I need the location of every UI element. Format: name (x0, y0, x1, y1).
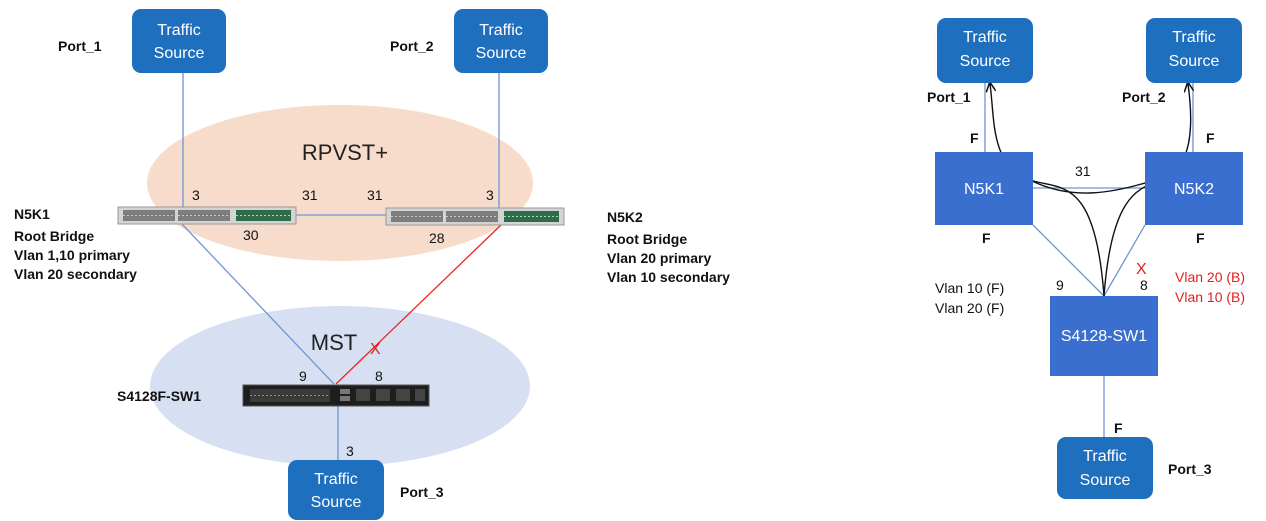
svg-text:Traffic: Traffic (479, 22, 523, 39)
svg-text:Traffic: Traffic (157, 22, 201, 39)
sw1-port-9: 9 (299, 368, 307, 384)
n5k2-vlan-secondary: Vlan 10 secondary (607, 269, 730, 285)
r-state-n5k1-up: F (970, 130, 979, 146)
port-2-label: Port_2 (390, 38, 434, 54)
n5k1-name: N5K1 (14, 206, 50, 222)
sw1-port-8: 8 (375, 368, 383, 384)
port-1-label: Port_1 (58, 38, 102, 54)
n5k1-role: Root Bridge (14, 228, 94, 244)
rpvst-zone-label: RPVST+ (302, 140, 388, 165)
svg-text:Source: Source (311, 494, 362, 511)
r-link-n5k1-sw1 (1032, 224, 1105, 297)
n5k2-port-28: 28 (429, 230, 445, 246)
r-vlan-right-2: Vlan 10 (B) (1175, 289, 1245, 305)
svg-text:N5K2: N5K2 (1174, 181, 1214, 198)
sw1-port-3: 3 (346, 443, 354, 459)
n5k1-vlan-secondary: Vlan 20 secondary (14, 266, 137, 282)
r-sw1-port-8: 8 (1140, 277, 1148, 293)
link-n5k1-sw1 (179, 221, 335, 385)
traffic-source-port1: Traffic Source (132, 9, 226, 73)
r-peer-port-31: 31 (1075, 163, 1091, 179)
r-port-2-label: Port_2 (1122, 89, 1166, 105)
r-n5k1-box: N5K1 (935, 152, 1033, 225)
r-link-n5k2-sw1 (1103, 224, 1146, 297)
svg-text:Traffic: Traffic (1083, 448, 1127, 465)
n5k1-port-3: 3 (192, 187, 200, 203)
r-traffic-source-port3: Traffic Source (1057, 437, 1153, 499)
n5k1-port-31: 31 (302, 187, 318, 203)
n5k2-caption: N5K2 Root Bridge Vlan 20 primary Vlan 10… (607, 209, 730, 285)
r-state-n5k2-up: F (1206, 130, 1215, 146)
blocked-mark: X (370, 341, 381, 358)
left-topology: RPVST+ MST Traffic Source Traffic Source… (14, 9, 730, 520)
r-port-1-label: Port_1 (927, 89, 971, 105)
svg-text:Source: Source (960, 53, 1011, 70)
n5k1-vlan-primary: Vlan 1,10 primary (14, 247, 130, 263)
n5k2-role: Root Bridge (607, 231, 687, 247)
r-port-3-label: Port_3 (1168, 461, 1212, 477)
traffic-source-port2: Traffic Source (454, 9, 548, 73)
svg-text:Source: Source (154, 45, 205, 62)
svg-text:Traffic: Traffic (1172, 29, 1216, 46)
r-blocked-mark: X (1136, 261, 1147, 278)
r-vlan-left-1: Vlan 10 (F) (935, 280, 1004, 296)
n5k1-port-30: 30 (243, 227, 259, 243)
s4128f-sw1-switch-icon (242, 384, 430, 407)
n5k1-caption: N5K1 Root Bridge Vlan 1,10 primary Vlan … (14, 206, 137, 282)
r-s4128-sw1-box: S4128-SW1 (1050, 296, 1158, 376)
link-n5k2-sw1-blocked (335, 223, 503, 385)
r-vlan-right-1: Vlan 20 (B) (1175, 269, 1245, 285)
svg-text:Source: Source (476, 45, 527, 62)
s4128f-sw1-name: S4128F-SW1 (117, 388, 201, 404)
svg-text:N5K1: N5K1 (964, 181, 1004, 198)
mst-zone-label: MST (311, 330, 357, 355)
svg-text:Traffic: Traffic (314, 471, 358, 488)
r-state-sw1-down: F (1114, 420, 1123, 436)
n5k2-port-31: 31 (367, 187, 383, 203)
r-state-n5k2-down: F (1196, 230, 1205, 246)
n5k2-vlan-primary: Vlan 20 primary (607, 250, 711, 266)
svg-text:Source: Source (1169, 53, 1220, 70)
r-state-n5k1-down: F (982, 230, 991, 246)
port-3-label: Port_3 (400, 484, 444, 500)
n5k2-name: N5K2 (607, 209, 643, 225)
rpvst-zone (147, 105, 533, 261)
r-traffic-source-port2: Traffic Source (1146, 18, 1242, 83)
r-vlan-left-2: Vlan 20 (F) (935, 300, 1004, 316)
svg-text:S4128-SW1: S4128-SW1 (1061, 328, 1147, 345)
n5k2-port-3: 3 (486, 187, 494, 203)
r-traffic-source-port1: Traffic Source (937, 18, 1033, 83)
traffic-source-port3: Traffic Source (288, 460, 384, 520)
r-n5k2-box: N5K2 (1145, 152, 1243, 225)
n5k1-switch-icon (117, 206, 297, 225)
svg-text:Traffic: Traffic (963, 29, 1007, 46)
right-topology: Traffic Source Traffic Source Traffic So… (927, 18, 1245, 499)
r-sw1-port-9: 9 (1056, 277, 1064, 293)
svg-text:Source: Source (1080, 472, 1131, 489)
n5k2-switch-icon (385, 207, 565, 226)
